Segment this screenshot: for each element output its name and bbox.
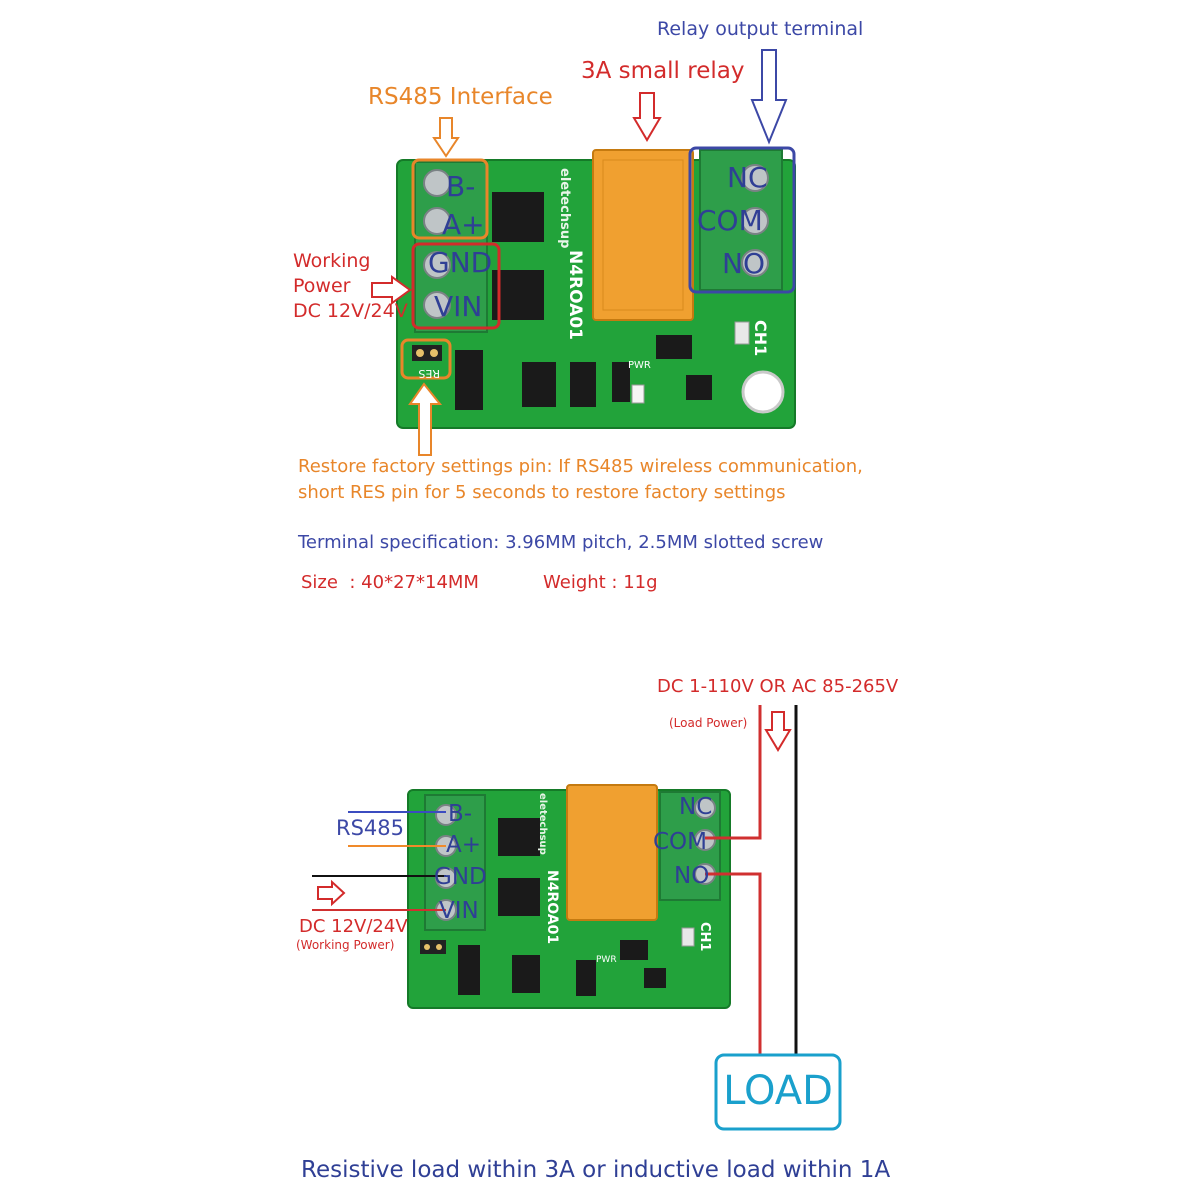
relay-output-arrow <box>750 49 788 145</box>
bottom-relay <box>566 784 658 921</box>
bottom-model-silkscreen: N4ROA01 <box>544 870 560 945</box>
load-box <box>714 1053 842 1131</box>
bottom-pcb-board <box>407 784 731 1009</box>
top-terminal-gnd: GND <box>428 246 493 279</box>
top-terminal-nc: NC <box>727 161 768 194</box>
working-power-line-2: Power <box>293 275 351 297</box>
bottom-terminal-vin: VIN <box>439 898 479 924</box>
mounting-hole <box>743 372 783 412</box>
working-power-arrow <box>371 275 412 305</box>
bottom-channel-silkscreen: CH1 <box>697 922 712 952</box>
size-spec: Size : 40*27*14MM <box>301 572 479 593</box>
load-label: LOAD <box>723 1068 833 1114</box>
working-power-line-1: Working <box>293 250 371 272</box>
relay-arrow <box>632 92 662 142</box>
footer-note: Resistive load within 3A or inductive lo… <box>301 1157 891 1183</box>
res-pin-arrow <box>408 382 443 456</box>
working-power-line-3: DC 12V/24V <box>293 300 408 322</box>
terminal-spec: Terminal specification: 3.96MM pitch, 2.… <box>298 532 824 553</box>
top-pwr-silkscreen: PWR <box>628 360 651 371</box>
bottom-brand-silkscreen: eletechsup <box>537 793 548 855</box>
bottom-terminal-nc: NC <box>679 794 713 820</box>
power-input-arrow <box>317 879 346 907</box>
load-power-arrow <box>764 711 792 752</box>
top-terminal-vin: VIN <box>434 290 483 323</box>
rs485-wires <box>348 811 446 847</box>
top-terminal-no: NO <box>722 247 765 280</box>
bottom-terminal-gnd: GND <box>434 864 487 890</box>
top-model-silkscreen: N4ROA01 <box>565 250 585 340</box>
weight-spec: Weight : 11g <box>543 572 658 593</box>
working-power-label: (Working Power) <box>296 938 395 952</box>
load-power-voltage: DC 1-110V OR AC 85-265V <box>657 676 899 697</box>
load-power-label: (Load Power) <box>669 716 748 730</box>
top-chip-2 <box>492 270 544 320</box>
top-channel-silkscreen: CH1 <box>751 320 770 357</box>
restore-note-line-2: short RES pin for 5 seconds to restore f… <box>298 482 786 503</box>
top-brand-silkscreen: eletechsup <box>557 168 572 249</box>
rs485-interface-highlight <box>411 158 489 240</box>
top-res-silkscreen: RES <box>418 367 440 380</box>
top-terminal-b-minus: B- <box>446 170 476 203</box>
top-terminal-com: COM <box>697 204 763 237</box>
relay-output-highlight <box>688 146 796 294</box>
top-terminal-a-plus: A+ <box>442 208 485 241</box>
relay-output-terminal-label: Relay output terminal <box>657 18 864 40</box>
rs485-label: RS485 <box>336 816 405 840</box>
rs485-interface-label: RS485 Interface <box>368 84 553 110</box>
load-wiring <box>705 705 798 1055</box>
bottom-terminal-a-plus: A+ <box>446 832 482 858</box>
bottom-terminal-no: NO <box>674 863 710 889</box>
power-wires <box>312 875 446 911</box>
bottom-terminal-b-minus: B- <box>448 801 473 827</box>
small-relay-label: 3A small relay <box>581 58 745 84</box>
rs485-arrow <box>432 117 460 158</box>
top-relay <box>592 149 694 321</box>
bottom-pwr-silkscreen: PWR <box>596 955 617 965</box>
top-chip-1 <box>492 192 544 242</box>
top-pcb-board <box>396 146 796 429</box>
restore-note-line-1: Restore factory settings pin: If RS485 w… <box>298 456 863 477</box>
working-power-highlight <box>411 242 501 330</box>
dc-power-label: DC 12V/24V <box>299 916 408 937</box>
res-pin-highlight <box>400 338 452 380</box>
bottom-terminal-com: COM <box>653 829 708 855</box>
